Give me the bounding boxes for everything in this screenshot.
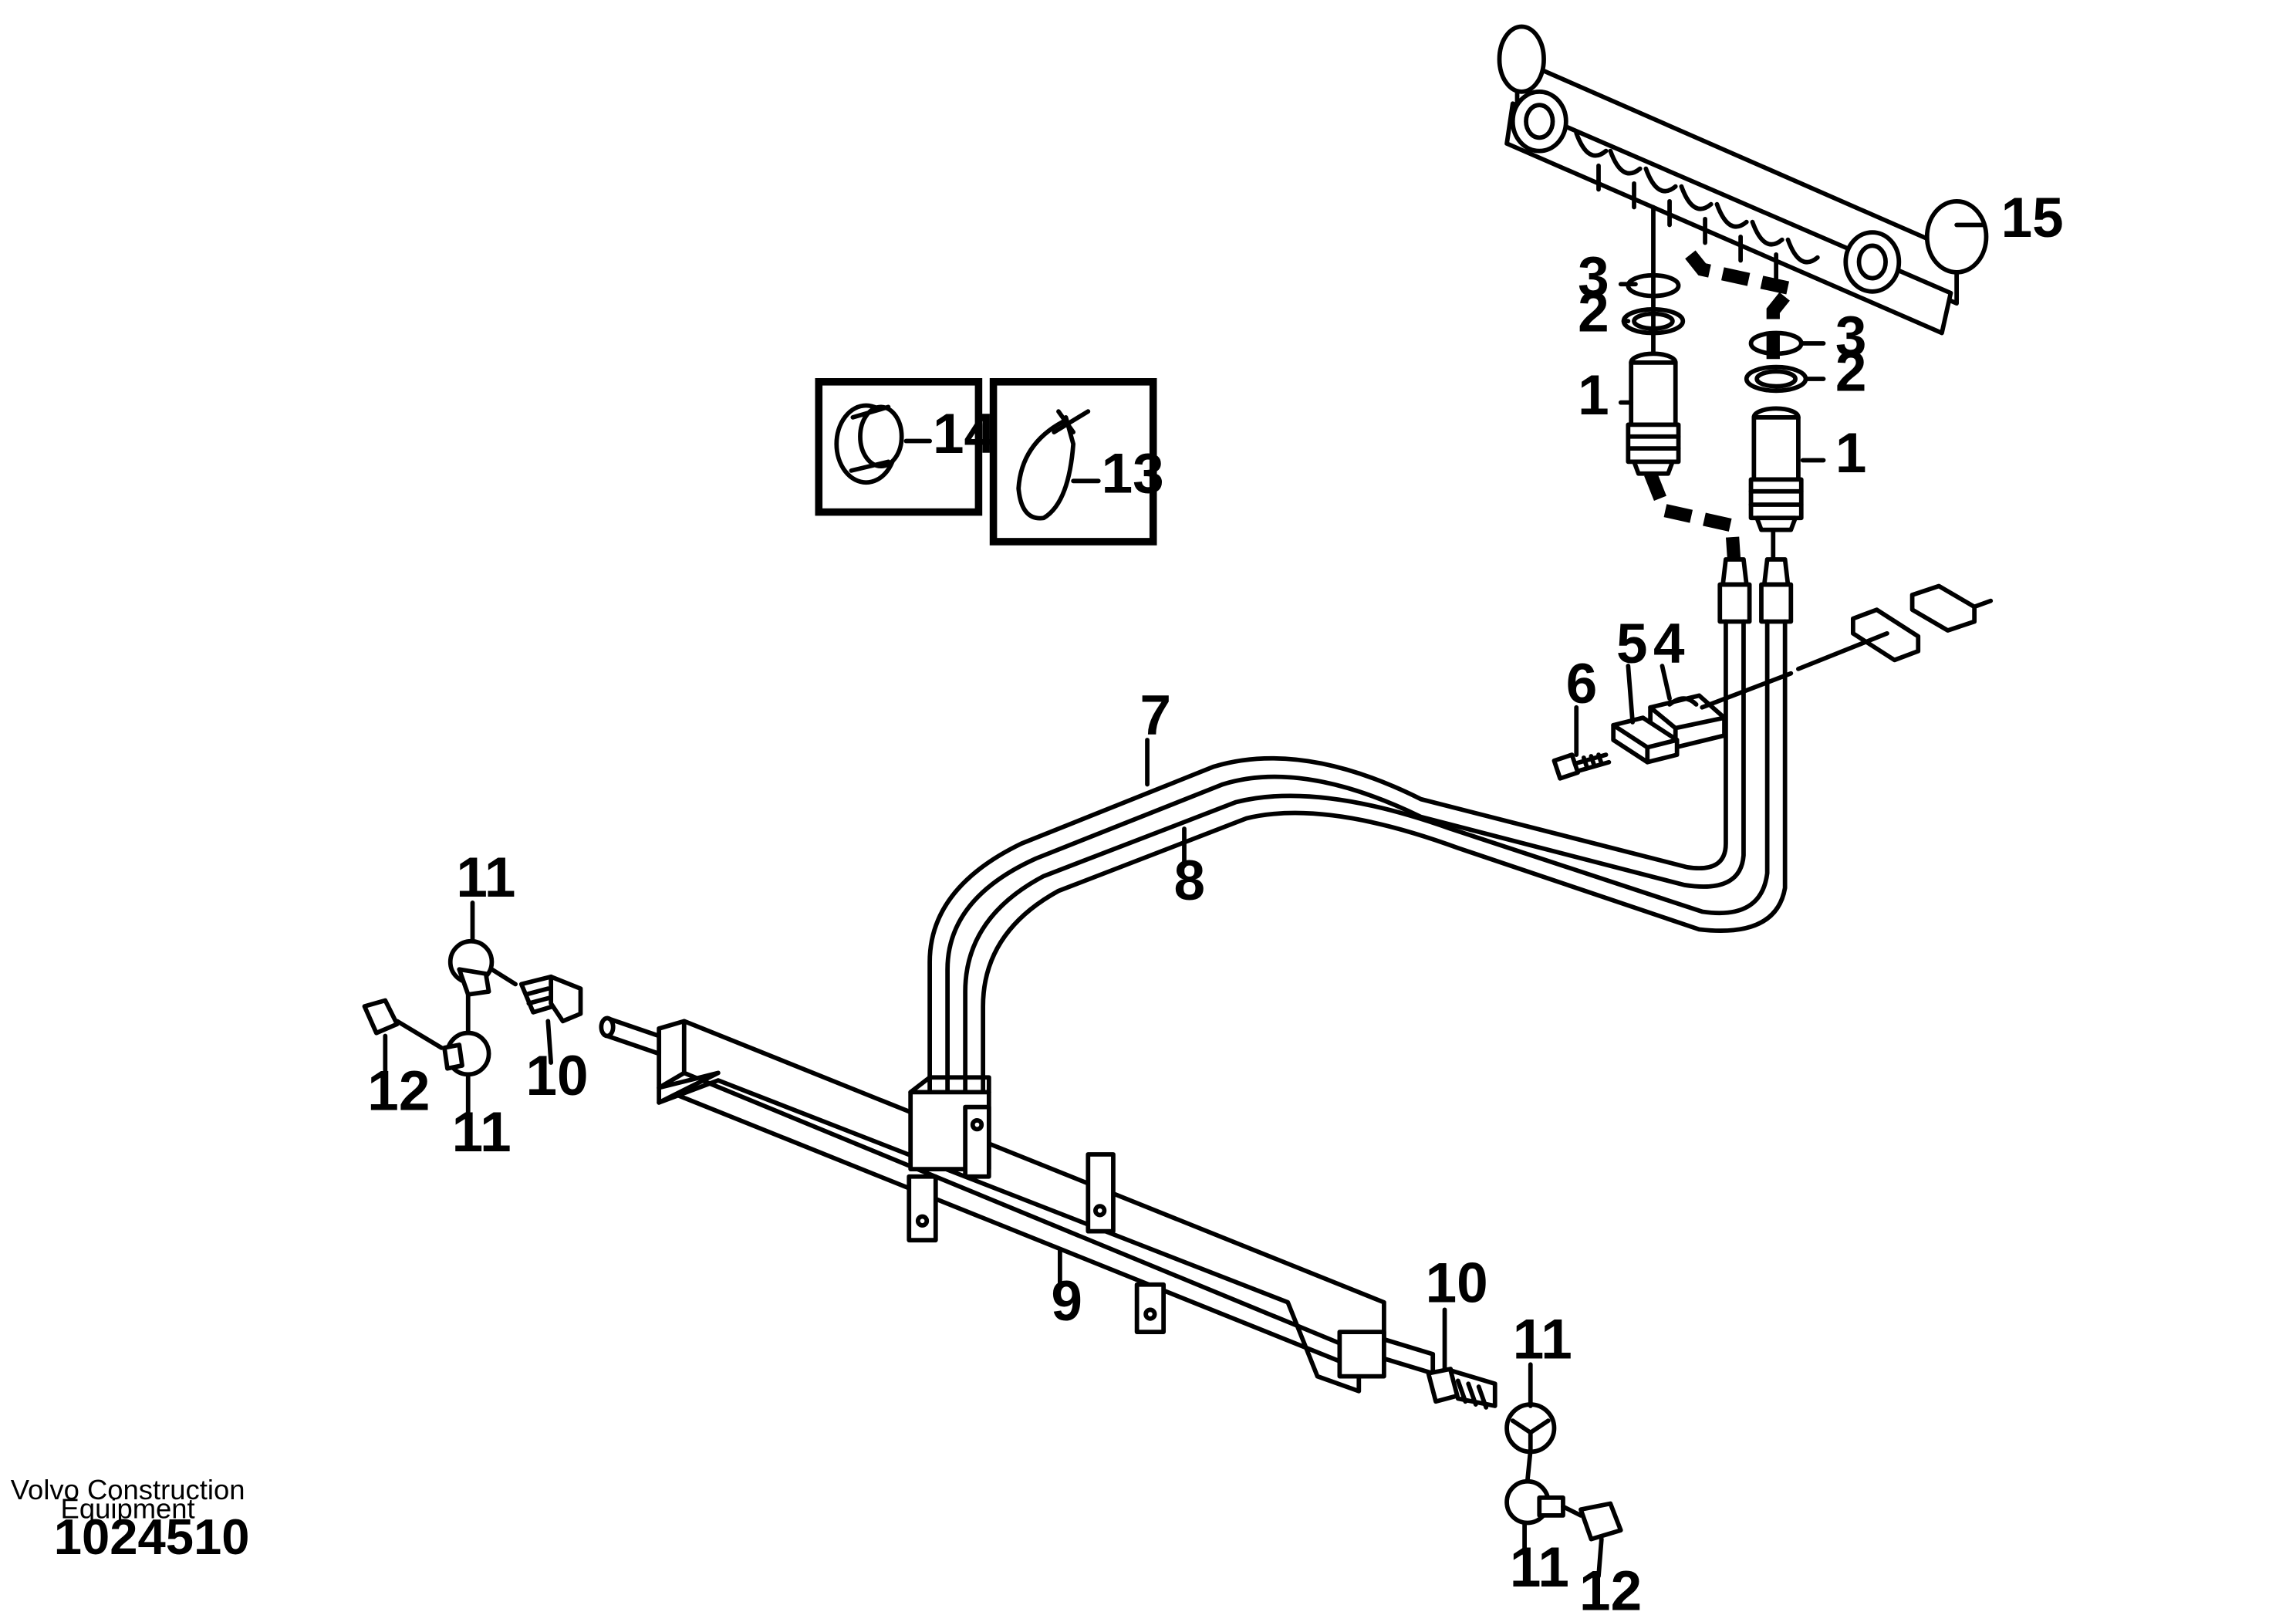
leader-lines: [383, 222, 1986, 1579]
coupling-right: [1748, 406, 1804, 532]
callout-11-top-right: 11: [1513, 1309, 1572, 1371]
manifold-part-15: [1497, 24, 1989, 336]
hose-part-8: [963, 619, 1788, 1098]
hose-clamp-part-5: [1611, 715, 1680, 765]
inset-part-13: [989, 378, 1157, 546]
callout-1-left: 1: [1578, 364, 1609, 427]
hose-end-fittings: [1717, 557, 1794, 624]
callout-15: 15: [2001, 187, 2064, 249]
callout-12-right: 12: [1579, 1560, 1642, 1622]
callout-11-bottom-left: 11: [452, 1101, 512, 1164]
callout-labels: 15 3 2 1 3 2 1 14 13 5 4 6 7 8 11 12 10 …: [367, 187, 2063, 1622]
callout-11-bottom-right: 11: [1510, 1536, 1569, 1599]
drawing-number: 1024510: [54, 1509, 250, 1565]
callout-2-right: 2: [1835, 340, 1867, 403]
callout-9: 9: [1051, 1270, 1082, 1333]
callout-6: 6: [1566, 653, 1598, 715]
bolt-part-6: [1551, 752, 1612, 781]
brand-line-1: Volvo Construction: [11, 1474, 245, 1505]
callout-5: 5: [1616, 613, 1648, 675]
hose-clamp-far-right: [1796, 583, 1994, 671]
callout-8: 8: [1174, 850, 1206, 912]
callout-4: 4: [1653, 613, 1685, 675]
hose-part-7: [927, 619, 1746, 1098]
callout-14: 14: [933, 403, 996, 465]
callout-1-right: 1: [1835, 422, 1867, 485]
fittings-right: [1426, 1367, 1623, 1542]
callout-7: 7: [1140, 684, 1171, 746]
fittings-left: [362, 938, 583, 1077]
callout-10-left: 10: [526, 1045, 589, 1107]
callout-11-top-left: 11: [456, 846, 515, 909]
inset-part-14: [815, 378, 983, 516]
callout-13: 13: [1102, 443, 1164, 505]
footer: Volvo Construction Equipment 1024510: [11, 1474, 250, 1565]
callout-3-left: 3: [1578, 246, 1609, 309]
callout-3-right: 3: [1835, 305, 1867, 367]
brand-line-2: Equipment: [61, 1493, 195, 1525]
rail-bracket-part-9: [599, 1015, 1436, 1394]
callout-10-right: 10: [1426, 1252, 1488, 1315]
callout-12-left: 12: [367, 1059, 430, 1122]
callout-2-left: 2: [1578, 282, 1609, 344]
coupling-left: [1626, 351, 1681, 476]
